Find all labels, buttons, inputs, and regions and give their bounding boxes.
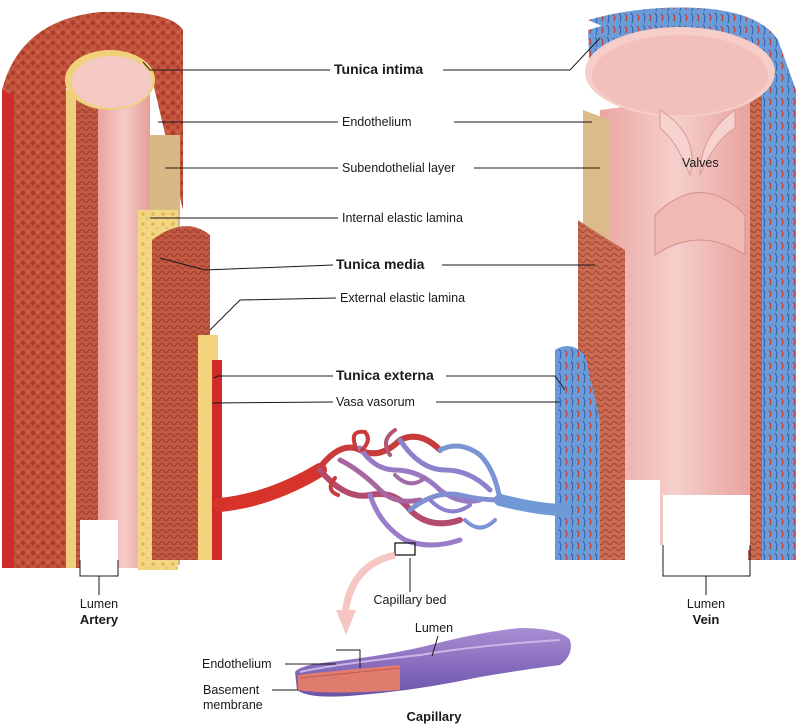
artery-illustration <box>2 11 327 570</box>
label-artery: Artery <box>79 612 119 627</box>
vein-illustration <box>494 7 796 560</box>
label-capillary-lumen: Lumen <box>414 621 454 635</box>
label-artery-lumen: Lumen <box>79 597 119 611</box>
capillary-tube <box>295 628 571 697</box>
label-basement-membrane-line1: Basement <box>203 683 260 697</box>
label-tunica-externa: Tunica externa <box>336 367 434 383</box>
label-tunica-media: Tunica media <box>336 256 425 272</box>
label-internal-elastic-lamina: Internal elastic lamina <box>342 211 463 225</box>
leader-lines <box>79 37 751 691</box>
label-capillary: Capillary <box>406 709 462 724</box>
label-external-elastic-lamina: External elastic lamina <box>340 291 466 305</box>
label-tunica-intima: Tunica intima <box>334 61 424 77</box>
label-vein: Vein <box>692 612 720 627</box>
label-vasa-vasorum: Vasa vasorum <box>336 395 415 409</box>
label-vein-lumen: Lumen <box>686 597 726 611</box>
capillary-bed-illustration <box>315 428 503 548</box>
label-capillary-bed: Capillary bed <box>373 593 447 607</box>
label-subendothelial-layer: Subendothelial layer <box>342 161 456 175</box>
capillary-zoom <box>336 542 416 635</box>
label-endothelium: Endothelium <box>342 115 412 129</box>
label-basement-membrane-line2: membrane <box>203 698 263 712</box>
label-valves: Valves <box>682 156 719 170</box>
label-capillary-endothelium: Endothelium <box>202 657 272 671</box>
